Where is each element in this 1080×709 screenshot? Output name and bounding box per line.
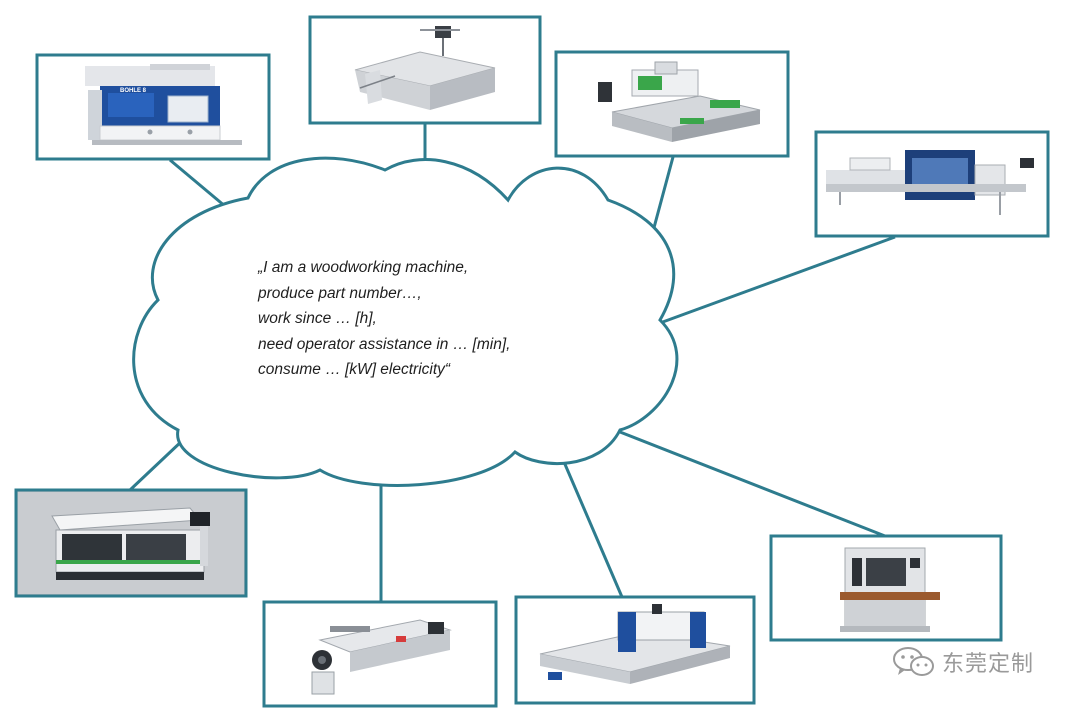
machine-card-panel-saw [308, 15, 542, 125]
cloud-line: produce part number…, [258, 284, 422, 302]
connector-line [128, 438, 185, 492]
enclosed-machining-center-image [85, 64, 242, 145]
cloud-line: „I am a woodworking machine, [258, 259, 469, 276]
machine-card-enclosed-machining-center: BOHLE 8 [35, 53, 271, 161]
machine-card-wide-belt-sander [769, 534, 1003, 642]
edge-banding-line-image [826, 150, 1034, 215]
cnc-router-image [598, 61, 761, 142]
machine-card-moulder [14, 488, 248, 598]
connector-line [659, 235, 896, 325]
machine-brand-label: BOHLE 8 [120, 88, 147, 94]
wide-belt-sander-image [840, 547, 940, 632]
machine-card-edge-bander [262, 600, 498, 708]
machine-card-edge-banding-line [814, 130, 1050, 238]
watermark: 东莞定制 [892, 644, 1034, 680]
thought-cloud [132, 156, 679, 487]
cloud-line: work since … [h], [258, 310, 377, 327]
wechat-icon [893, 647, 934, 676]
watermark-text: 东莞定制 [942, 652, 1035, 677]
machine-card-nesting-cnc [514, 595, 756, 705]
cloud-line: need operator assistance in … [min], [258, 335, 511, 353]
nesting-cnc-image [539, 604, 731, 684]
panel-saw-image [354, 26, 496, 110]
connector-line [556, 447, 624, 598]
cloud-line: consume … [kW] electricity“ [258, 361, 451, 378]
moulder-image [18, 492, 244, 594]
machine-card-cnc-router [554, 50, 790, 158]
edge-bander-image [311, 619, 452, 695]
cloud-statement: „I am a woodworking machine, produce par… [258, 255, 598, 383]
connector-line [619, 430, 886, 538]
